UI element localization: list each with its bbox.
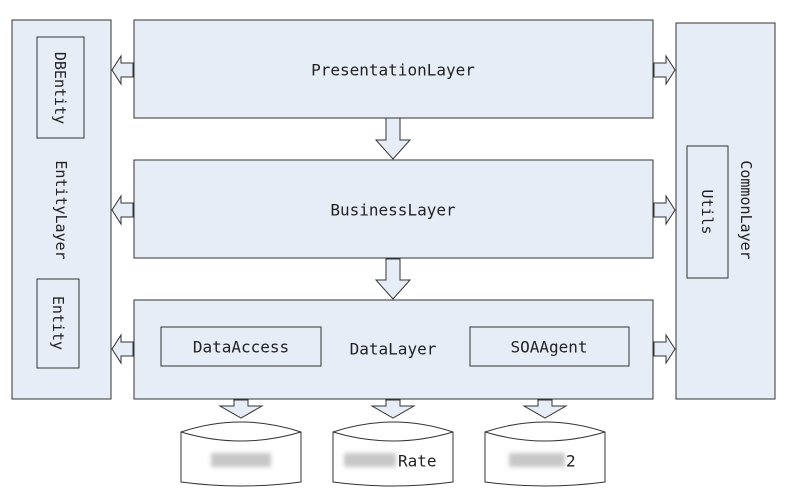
presentation-layer-label: PresentationLayer xyxy=(311,61,475,80)
database-3-redacted-label xyxy=(509,453,565,467)
business-layer: BusinessLayer xyxy=(133,159,654,259)
soa-agent-label: SOAAgent xyxy=(510,338,587,357)
db-entity-label: DBEntity xyxy=(51,52,69,124)
entity-label: Entity xyxy=(49,296,67,350)
arrow-business-to-data xyxy=(374,258,412,300)
business-layer-label: BusinessLayer xyxy=(330,201,456,220)
entity-layer-label: EntityLayer xyxy=(52,160,70,259)
database-3-label: 2 xyxy=(566,452,576,471)
arrow-presentation-to-common xyxy=(653,54,676,86)
db-entity-box: DBEntity xyxy=(36,36,85,139)
arrow-presentation-to-business xyxy=(374,117,412,160)
common-layer-label: CommonLayer xyxy=(737,160,755,259)
database-2-redacted-label xyxy=(344,453,396,467)
database-1-redacted-label xyxy=(211,453,271,467)
soa-agent-box: SOAAgent xyxy=(469,326,630,367)
data-access-box: DataAccess xyxy=(160,326,322,367)
data-access-label: DataAccess xyxy=(193,338,289,357)
utils-label: Utils xyxy=(698,189,716,234)
arrow-data-to-common xyxy=(653,333,676,365)
arrow-data-to-db-2 xyxy=(370,399,416,419)
arrow-data-to-db-1 xyxy=(218,399,264,419)
database-3: 2 xyxy=(484,421,606,487)
arrow-presentation-to-entity xyxy=(111,54,134,86)
data-layer-label: DataLayer xyxy=(350,340,437,359)
database-2-label: Rate xyxy=(398,452,437,471)
database-2: Rate xyxy=(332,421,454,487)
database-1 xyxy=(180,421,302,487)
arrow-data-to-entity xyxy=(111,333,134,365)
presentation-layer: PresentationLayer xyxy=(133,19,654,119)
arrow-business-to-common xyxy=(653,194,676,226)
arrow-business-to-entity xyxy=(111,194,134,226)
arrow-data-to-db-3 xyxy=(522,399,568,419)
utils-box: Utils xyxy=(686,145,729,279)
entity-box: Entity xyxy=(36,278,80,369)
